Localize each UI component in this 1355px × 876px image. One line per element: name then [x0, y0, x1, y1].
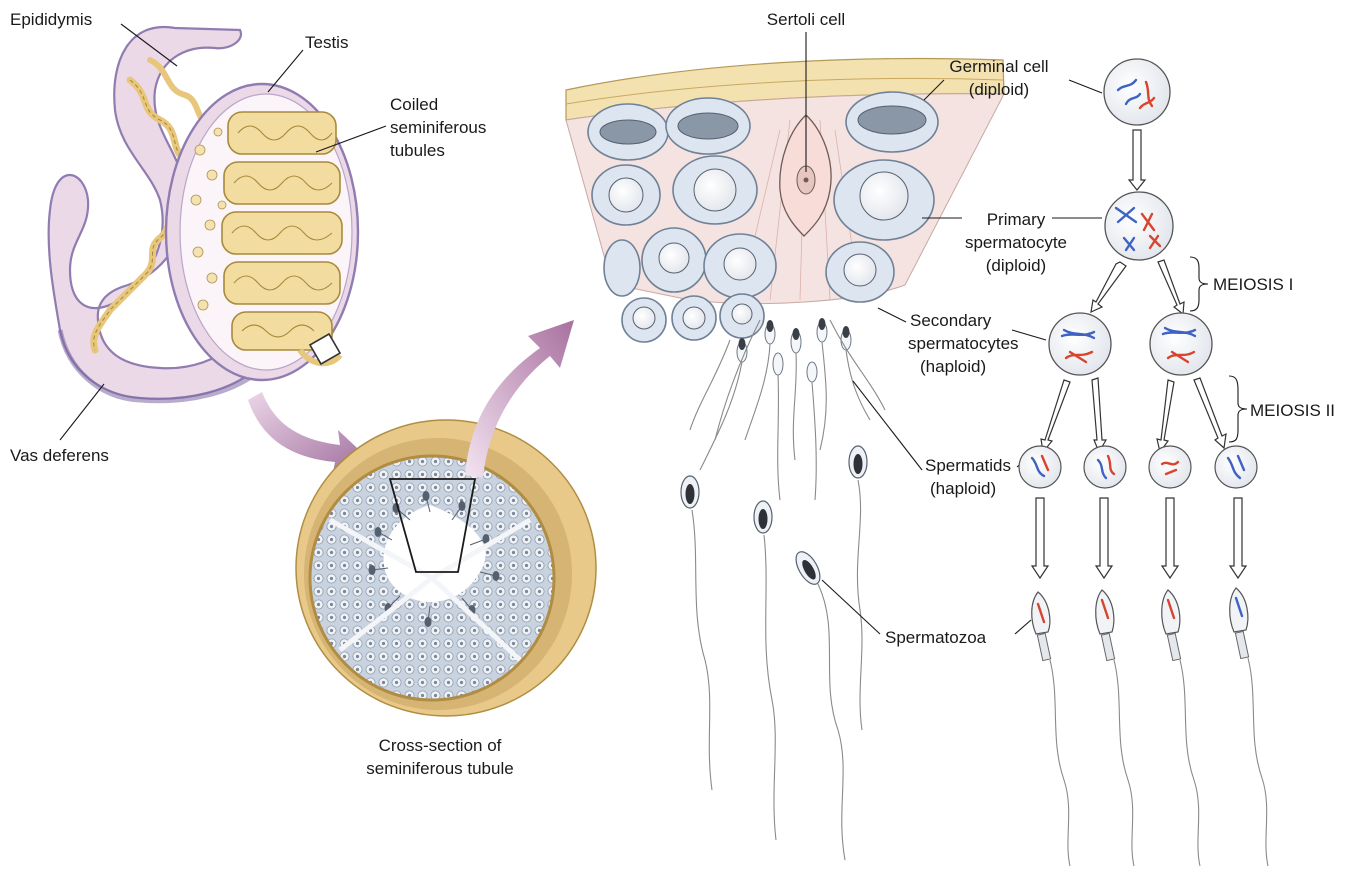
primary-spermatocyte-label-line1: Primary	[987, 210, 1046, 229]
free-spermatozoa	[681, 446, 867, 860]
secondary-spermatocytes-label-line1: Secondary	[910, 311, 992, 330]
flow-arrow-2a	[1091, 262, 1126, 312]
primary-spermatocyte-label-line3: (diploid)	[986, 256, 1046, 275]
germinal-cell-label-line1: Germinal cell	[949, 57, 1048, 76]
meiosis-2-label: MEIOSIS II	[1250, 401, 1335, 420]
spermatids-label-line1: Spermatids	[925, 456, 1011, 475]
epididymis-label: Epididymis	[10, 10, 92, 29]
spermatozoon-4	[1230, 588, 1268, 866]
meiosis-1-brace	[1190, 257, 1208, 311]
spermatid-3	[1149, 446, 1191, 488]
testis-illustration	[49, 27, 358, 401]
coiled-tubules-label-line3: tubules	[390, 141, 445, 160]
flow-arrow-1	[1129, 130, 1145, 190]
germinal-cell-label-line2: (diploid)	[969, 80, 1029, 99]
spermatozoon-2	[1096, 590, 1134, 866]
spermatozoon-1	[1032, 592, 1070, 866]
primary-spermatocyte-cell	[1105, 192, 1173, 260]
primary-spermatocyte-label-line2: spermatocyte	[965, 233, 1067, 252]
spermatozoon-3	[1162, 590, 1200, 866]
spermatid-1	[1019, 446, 1061, 488]
spermatid-4	[1215, 446, 1257, 488]
meiosis-flow	[1019, 59, 1268, 866]
spermatids-label-line2: (haploid)	[930, 479, 996, 498]
cross-section-label-line2: seminiferous tubule	[366, 759, 513, 778]
cross-section-label-line1: Cross-section of	[379, 736, 502, 755]
secondary-spermatocyte-1	[1049, 313, 1111, 375]
spermatozoa-label: Spermatozoa	[885, 628, 987, 647]
germinal-cell	[1104, 59, 1170, 125]
sertoli-cell-label: Sertoli cell	[767, 10, 845, 29]
meiosis-1-label: MEIOSIS I	[1213, 275, 1293, 294]
secondary-spermatocyte-2	[1150, 313, 1212, 375]
meiosis-2-brace	[1229, 376, 1247, 442]
spermatid-2	[1084, 446, 1126, 488]
seminiferous-tubules	[222, 112, 342, 350]
coiled-tubules-label-line2: seminiferous	[390, 118, 486, 137]
tubule-cross-section	[296, 420, 596, 716]
vas-deferens-label: Vas deferens	[10, 446, 109, 465]
testis-label: Testis	[305, 33, 348, 52]
flow-arrow-2b	[1158, 260, 1184, 314]
secondary-spermatocytes-label-line3: (haploid)	[920, 357, 986, 376]
secondary-spermatocytes-label-line2: spermatocytes	[908, 334, 1019, 353]
coiled-tubules-label-line1: Coiled	[390, 95, 438, 114]
